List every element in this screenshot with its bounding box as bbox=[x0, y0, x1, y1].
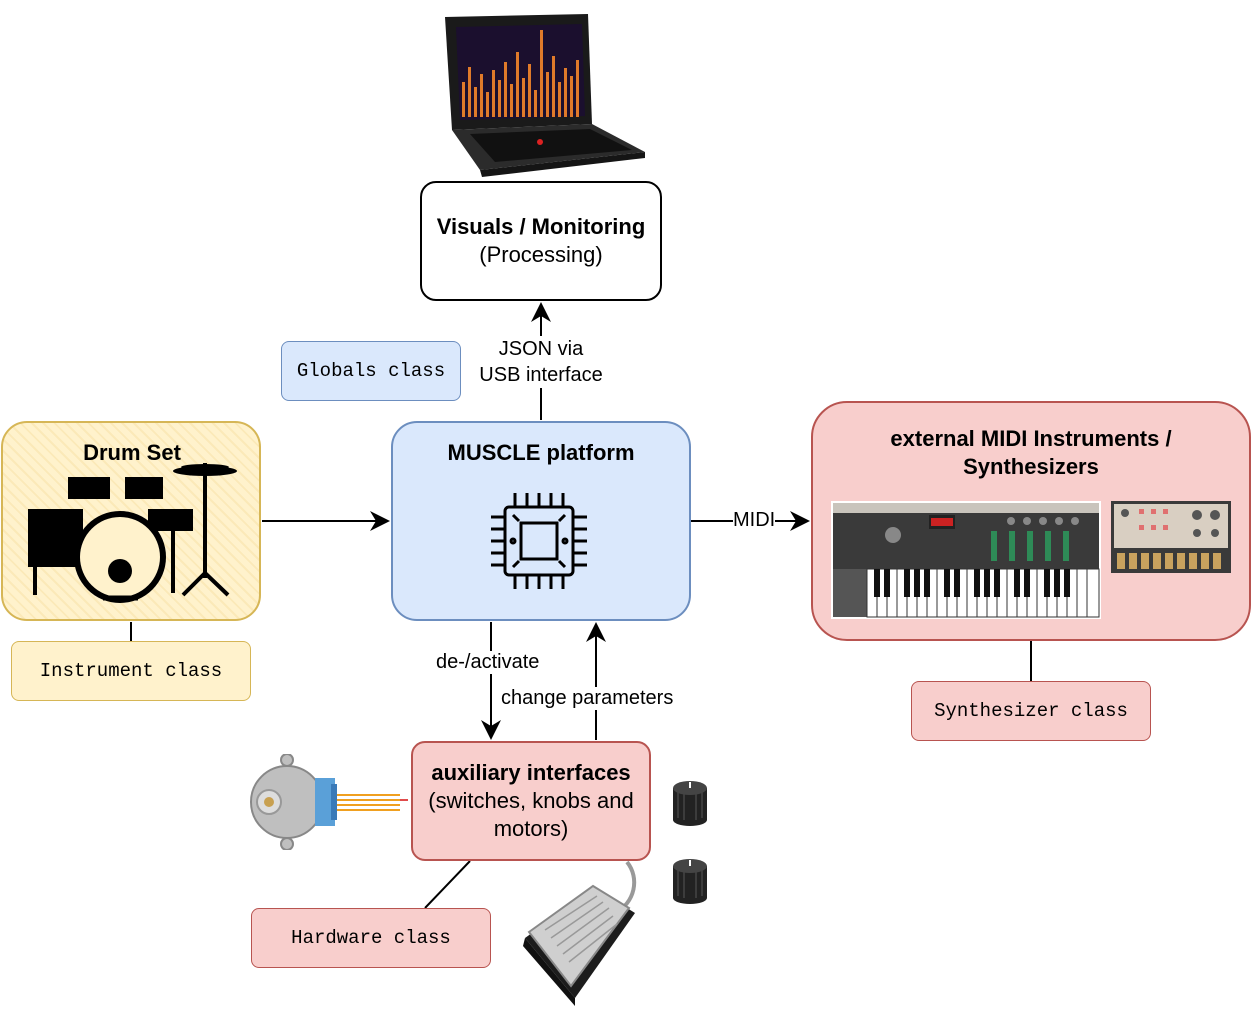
auxiliary-interfaces-node: auxiliary interfaces (switches, knobs an… bbox=[411, 741, 651, 861]
drum-machine-icon bbox=[1111, 501, 1231, 573]
drum-set-title: Drum Set bbox=[83, 440, 181, 465]
midi-instruments-title: external MIDI Instruments / Synthesizers bbox=[813, 425, 1249, 481]
edge-label-change-parameters: change parameters bbox=[501, 687, 674, 710]
edge-label-deactivate: de-/activate bbox=[436, 651, 540, 674]
visuals-subtitle: (Processing) bbox=[479, 242, 603, 267]
synthesizer-class-label: Synthesizer class bbox=[934, 700, 1128, 722]
stepper-motor-icon bbox=[250, 754, 337, 850]
instrument-class-label: Instrument class bbox=[39, 660, 223, 682]
aux-line3: motors) bbox=[493, 816, 569, 841]
globals-class-label: Globals class bbox=[296, 360, 446, 382]
midi-instruments-node: external MIDI Instruments / Synthesizers bbox=[811, 401, 1251, 641]
synthesizer-class-box: Synthesizer class bbox=[911, 681, 1151, 741]
laptop-icon bbox=[445, 14, 645, 177]
drum-kit-icon bbox=[28, 463, 237, 603]
globals-class-box: Globals class bbox=[281, 341, 461, 401]
hardware-class-label: Hardware class bbox=[291, 927, 451, 949]
edge-label-json: JSON via USB interface bbox=[470, 336, 612, 388]
edge-label-midi: MIDI bbox=[733, 509, 776, 532]
aux-title: auxiliary interfaces bbox=[431, 760, 631, 785]
microchip-icon bbox=[491, 493, 587, 589]
knob-icon bbox=[673, 781, 707, 826]
muscle-platform-node: MUSCLE platform bbox=[391, 421, 691, 621]
hardware-class-box: Hardware class bbox=[251, 908, 491, 968]
drum-set-node: Drum Set bbox=[1, 421, 261, 621]
foot-pedal-icon bbox=[523, 860, 637, 1006]
json-label-line2: USB interface bbox=[479, 364, 603, 386]
visuals-monitoring-node: Visuals / Monitoring (Processing) bbox=[420, 181, 662, 301]
link-aux-hardware bbox=[424, 860, 471, 909]
midi-title-line1: external MIDI Instruments / bbox=[890, 426, 1172, 451]
json-label-line1: JSON via bbox=[498, 338, 584, 360]
edge-motor-to-aux bbox=[335, 794, 400, 811]
instrument-class-box: Instrument class bbox=[11, 641, 251, 701]
aux-line2: (switches, knobs and bbox=[428, 788, 634, 813]
knob-icon bbox=[673, 859, 707, 904]
synthesizer-keyboard-icon bbox=[831, 501, 1101, 619]
midi-title-line2: Synthesizers bbox=[963, 454, 1099, 479]
visuals-title: Visuals / Monitoring bbox=[436, 214, 646, 239]
muscle-title: MUSCLE platform bbox=[447, 440, 635, 465]
